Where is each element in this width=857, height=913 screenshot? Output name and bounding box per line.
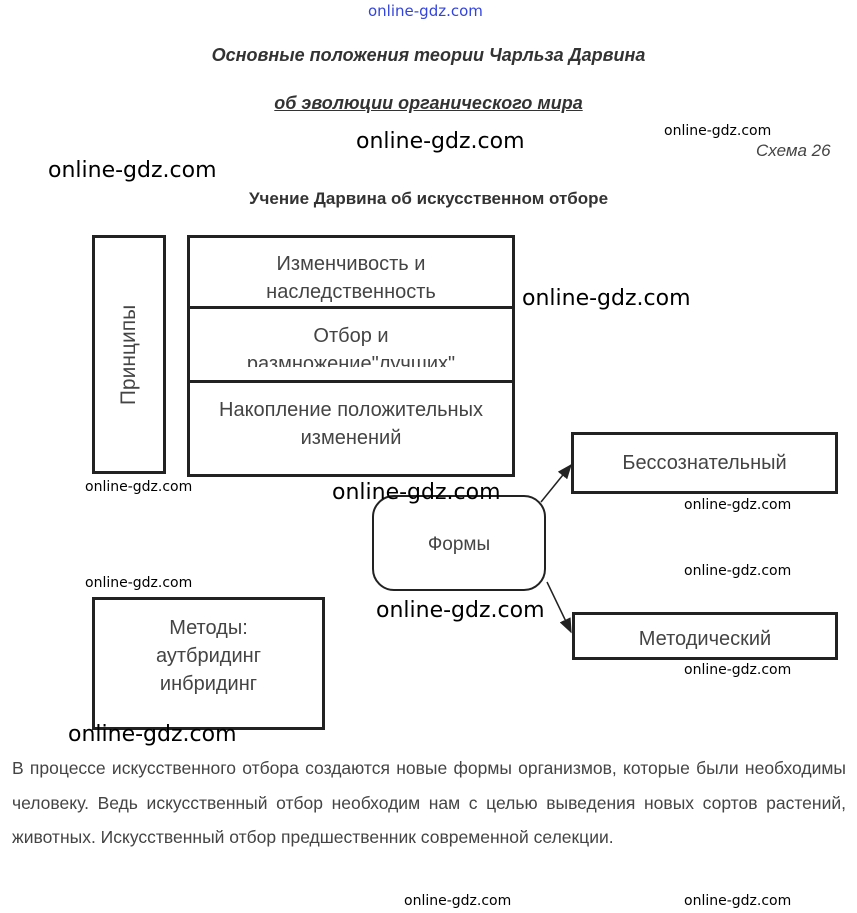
title-line1: Основные положения теории Чарльза Дарвин… — [211, 45, 646, 65]
method-item: аутбридинг — [156, 645, 261, 667]
methods-title: Методы: — [169, 617, 248, 639]
subtitle: Учение Дарвина об искусственном отборе — [248, 189, 609, 208]
method-item: инбридинг — [159, 673, 258, 695]
methods-box: Методы: аутбридинг инбридинг — [92, 597, 325, 730]
forms-box: Формы — [372, 495, 546, 591]
paragraph: В процессе искусственного отбора создают… — [12, 758, 846, 847]
principle-item: Отбор и размножение"лучших" — [246, 325, 456, 367]
watermark: online-gdz.com — [332, 480, 501, 505]
principles-list: Изменчивость и наследственность Отбор и … — [187, 235, 515, 477]
form-item: Методический — [638, 628, 772, 650]
watermark-top: online-gdz.com — [368, 2, 483, 20]
watermark: online-gdz.com — [522, 286, 691, 311]
watermark: online-gdz.com — [684, 662, 792, 678]
scheme-label: Схема 26 — [756, 141, 831, 160]
principle-item: Накопление положительных изменений — [219, 399, 483, 449]
watermark: online-gdz.com — [48, 158, 217, 183]
watermark: online-gdz.com — [376, 598, 545, 623]
form-item: Бессознательный — [622, 452, 787, 474]
watermark: online-gdz.com — [68, 722, 237, 747]
watermark: online-gdz.com — [684, 497, 792, 513]
watermark: online-gdz.com — [684, 563, 792, 579]
principle-item: Изменчивость и наследственность — [266, 253, 436, 303]
watermark: online-gdz.com — [356, 129, 525, 154]
watermark: online-gdz.com — [684, 893, 792, 909]
watermark: online-gdz.com — [404, 893, 512, 909]
watermark: online-gdz.com — [85, 479, 193, 495]
form-methodical-box: Методический — [572, 612, 838, 660]
divider — [190, 380, 512, 383]
principles-box: Принципы — [92, 235, 166, 474]
arrow-to-unconscious — [540, 463, 572, 503]
watermark: online-gdz.com — [664, 123, 772, 139]
form-unconscious-box: Бессознательный — [571, 432, 838, 494]
arrow-to-methodical — [546, 581, 572, 634]
forms-label: Формы — [427, 534, 491, 555]
divider — [190, 306, 512, 309]
title-line2: об эволюции органического мира — [274, 93, 583, 113]
watermark: online-gdz.com — [85, 575, 193, 591]
